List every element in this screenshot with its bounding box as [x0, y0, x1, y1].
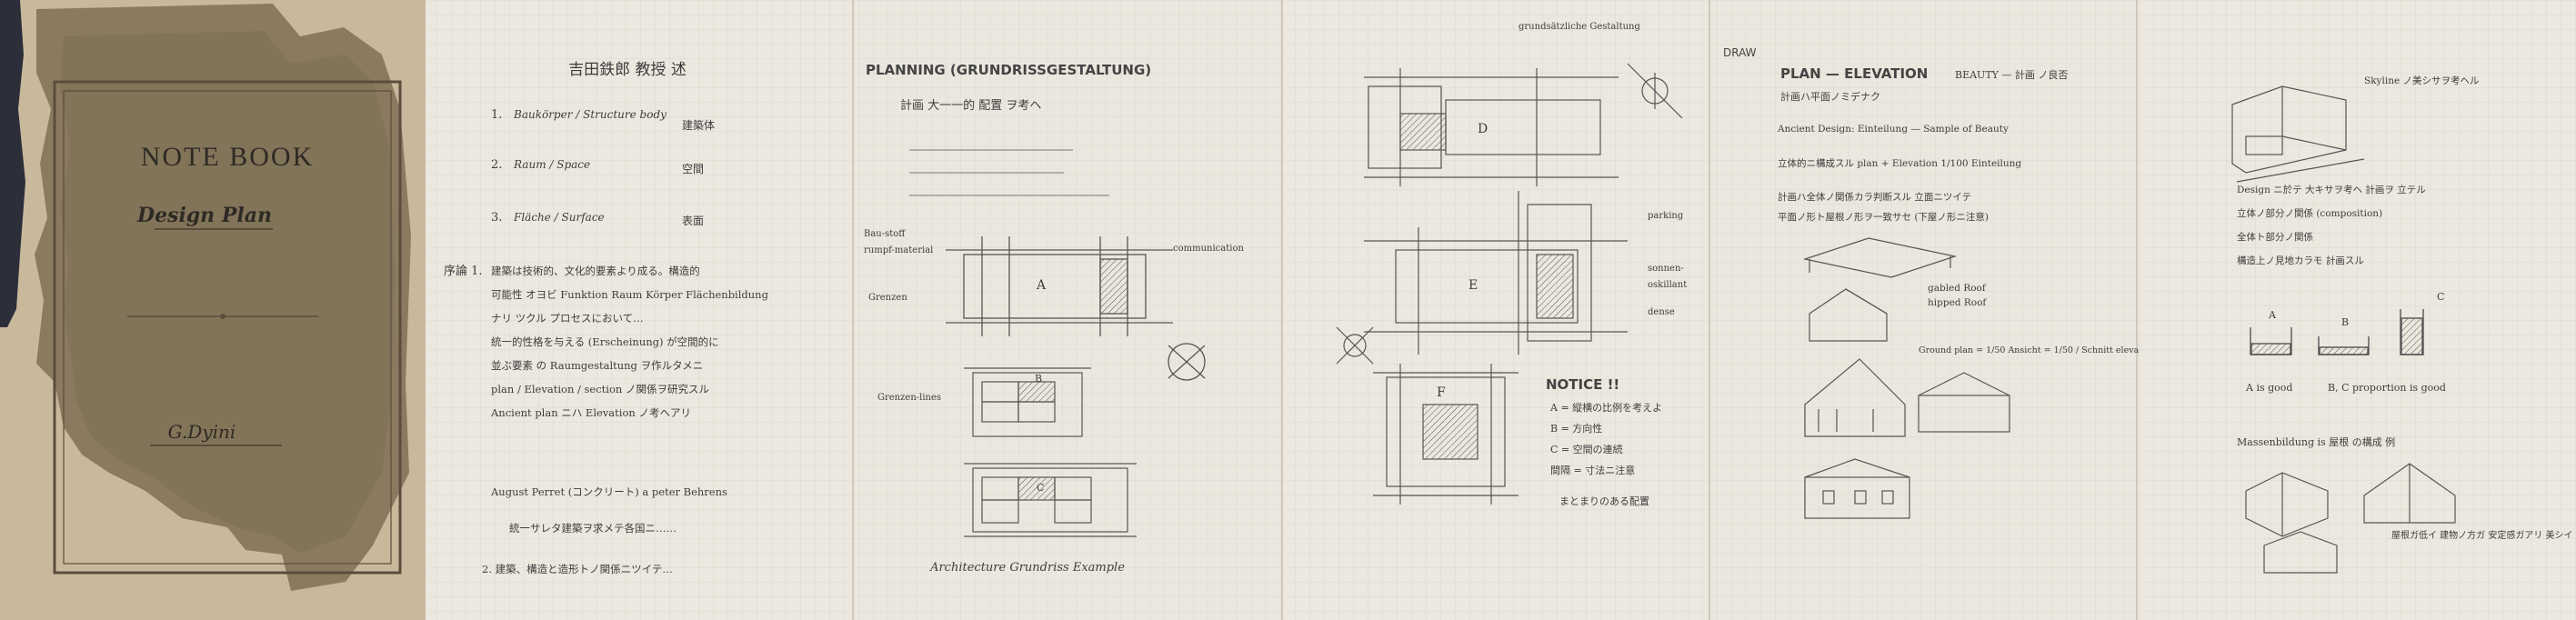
svg-text:C: C [1037, 482, 1044, 494]
list-label-1: Baukörper / Structure body [513, 108, 667, 121]
house-sketches [1802, 237, 2010, 519]
page-4-line-4: 計画ハ全体ノ関係カラ判断スル 立面ニツイテ [1778, 191, 1971, 203]
list-jp-3: 表面 [682, 215, 704, 227]
page-4-note: Ground plan = 1/50 Ansicht = 1/50 / Schn… [1919, 345, 2188, 355]
list-jp-1: 建築体 [682, 118, 715, 132]
label-grenzen-lines: Grenzen-lines [877, 393, 941, 403]
svg-text:F: F [1437, 385, 1446, 400]
notice-title: NOTICE !! [1546, 376, 1619, 393]
label-c: C [2437, 291, 2444, 303]
body-line-6: plan / Elevation / section ノ関係ヲ研究スル [491, 383, 709, 395]
page-5-note-3: 立体ノ部分ノ関係 (composition) [2237, 207, 2382, 219]
body-line-5: 並ぶ要素 の Raumgestaltung ヲ作ルタメニ [491, 359, 703, 372]
page-4-line-1: 計画ハ平面ノミデナク [1780, 90, 1880, 103]
compass-icon [1627, 63, 1683, 119]
site-plan-middle [1364, 191, 1628, 355]
label-dense: dense [1648, 307, 1675, 317]
label-gabled-roof: gabled Roof [1928, 283, 1987, 294]
floor-plan-drawing-2 [964, 367, 1137, 537]
notice-line-1: A = 縦横の比例を考えよ [1549, 401, 1662, 414]
page-4-tag: DRAW [1723, 46, 1757, 59]
site-plan-top [1364, 68, 1619, 186]
body-line-2: 可能性 オヨビ Funktion Raum Körper Flächenbild… [491, 288, 769, 301]
body-line-7: Ancient plan ニハ Elevation ノ考ヘアリ [490, 406, 691, 419]
cover-subject: Design Plan [136, 204, 272, 227]
caption-a: A is good [2245, 382, 2292, 394]
list-num-1: 1. [491, 108, 502, 122]
page-2-caption: Architecture Grundriss Example [929, 561, 1125, 575]
page-4-heading-note: BEAUTY — 計画 ノ良否 [1955, 68, 2068, 81]
page-4-line-5: 平面ノ形ト屋根ノ形ヲ一致サセ (下屋ノ形ニ注意) [1778, 211, 1989, 223]
cover-title: NOTE BOOK [141, 142, 315, 172]
svg-text:D: D [1478, 122, 1488, 136]
label-oskillant: oskillant [1648, 280, 1687, 290]
floor-plan-drawing [946, 236, 1173, 336]
proportion-diagrams [2250, 309, 2424, 355]
svg-text:E: E [1468, 278, 1478, 293]
page-5-footer-note: Massenbildung is 屋根 の構成 例 [2237, 435, 2395, 448]
cover-signature: G.Dyini [168, 421, 236, 443]
notebook-page-5: Skyline ノ美シサヲ考ヘル Design ニ於テ 大キサヲ考ヘ 計画ヲ 立… [2139, 0, 2576, 620]
page-5-note-4: 全体ト部分ノ関係 [2237, 231, 2313, 243]
svg-text:A: A [1036, 278, 1047, 293]
list-label-2: Raum / Space [513, 158, 590, 171]
label-rumpf: rumpf-material [864, 245, 933, 255]
page-4-heading: PLAN — ELEVATION [1780, 65, 1928, 82]
site-plan-bottom [1373, 364, 1519, 505]
list-num-3: 3. [491, 211, 502, 225]
body-line-9: 統一サレタ建築ヲ求メテ各国ニ…… [509, 522, 677, 535]
caption-bc: B, C proportion is good [2328, 382, 2446, 394]
page-2-heading: PLANNING (GRUNDRISSGESTALTUNG) [866, 62, 1151, 78]
notebook-page-4: DRAW PLAN — ELEVATION BEAUTY — 計画 ノ良否 計画… [1711, 0, 2188, 620]
page-4-line-3: 立体的ニ構成スル plan + Elevation 1/100 Einteilu… [1778, 157, 2021, 169]
list-label-3: Fläche / Surface [513, 211, 605, 224]
notice-line-2: B = 方向性 [1550, 422, 1602, 435]
building-perspective-sketch [2231, 85, 2365, 183]
notebook-page-3: grundsätzliche Gestaltung D [1284, 0, 1710, 620]
notebook-page-2: PLANNING (GRUNDRISSGESTALTUNG) 計画 大一一的 配… [855, 0, 1283, 620]
notice-line-5: まとまりのある配置 [1559, 495, 1649, 507]
body-line-8: August Perret (コンクリート) a peter Behrens [490, 485, 727, 498]
label-grenzen: Grenzen [868, 293, 907, 303]
page-5-end-note: 屋根ガ低イ 建物ノ方ガ 安定感ガアリ 美シイ [2391, 529, 2573, 541]
page-2-sub: 計画 大一一的 配置 ヲ考ヘ [900, 98, 1041, 113]
label-sonnen: sonnen- [1648, 264, 1684, 274]
north-arrow-icon [1168, 343, 1206, 381]
body-line-10: 2. 建築、構造と造形トノ関係ニツイテ… [482, 563, 673, 575]
label-parking: parking [1648, 211, 1684, 221]
body-line-3: ナリ ツクル プロセスにおいて… [491, 312, 644, 325]
massing-sketches [2245, 463, 2456, 574]
list-num-2: 2. [491, 158, 502, 172]
label-hipped-roof: hipped Roof [1928, 297, 1987, 308]
compass-icon-2 [1336, 326, 1374, 365]
svg-text:B: B [1035, 373, 1042, 385]
page-1-section: 序論 1. [444, 264, 483, 278]
page-5-note-5: 構造上ノ見地カラモ 計画スル [2237, 255, 2364, 266]
label-communication: communication [1173, 244, 1244, 254]
page-5-note-2: Design ニ於テ 大キサヲ考ヘ 計画ヲ 立テル [2237, 184, 2426, 195]
notebook-page-1: 吉田鉄郎 教授 述 1. Baukörper / Structure body … [427, 0, 854, 620]
body-line-4: 統一的性格を与える (Erscheinung) が空間的に [491, 335, 719, 348]
page-1-heading: 吉田鉄郎 教授 述 [568, 61, 687, 79]
page-5-note-1: Skyline ノ美シサヲ考ヘル [2364, 75, 2480, 86]
label-grundsatz: grundsätzliche Gestaltung [1519, 22, 1640, 32]
label-b: B [2341, 316, 2349, 328]
label-a: A [2268, 309, 2277, 321]
body-line-1: 建築は技術的、文化的要素より成る。構造的 [491, 265, 700, 277]
label-bau-stoff: Bau-stoff [864, 229, 906, 239]
list-jp-2: 空間 [682, 163, 704, 175]
page-4-line-2: Ancient Design: Einteilung — Sample of B… [1777, 124, 2009, 135]
notice-line-3: C = 空間の連続 [1550, 443, 1623, 455]
notice-line-4: 間隔 = 寸法ニ注意 [1550, 464, 1635, 476]
notebook-cover: NOTE BOOK Design Plan G.Dyini [0, 0, 426, 620]
